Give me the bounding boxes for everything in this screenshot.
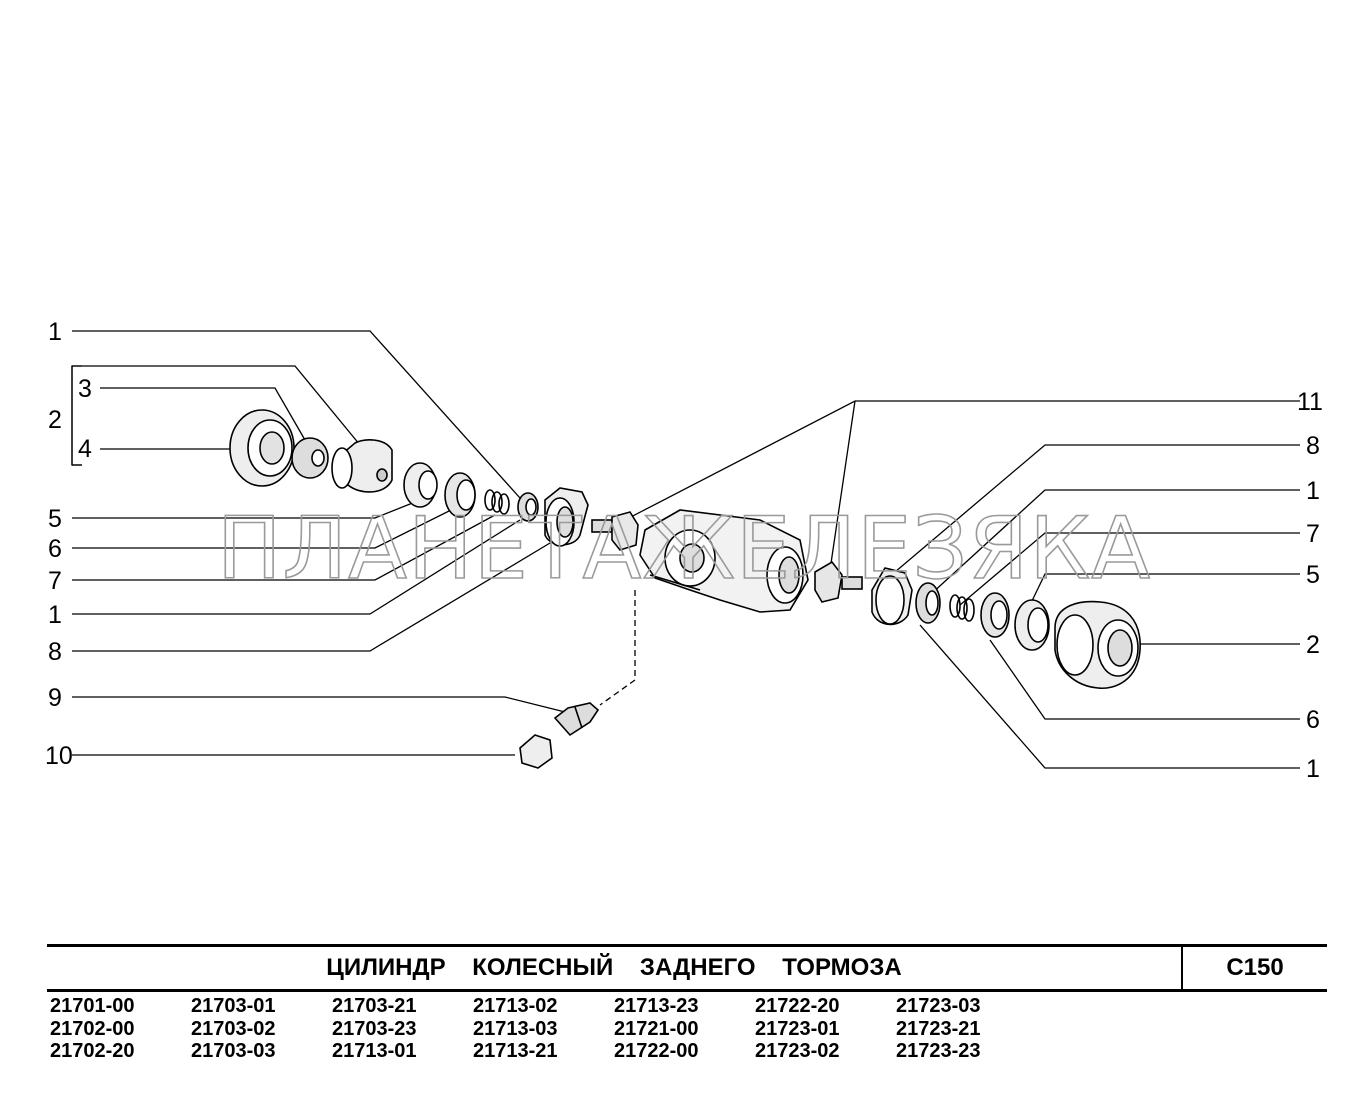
model-code: 21721-00 — [614, 1017, 699, 1040]
callout-1b: 1 — [48, 601, 62, 629]
callouts-right: 11 8 1 7 5 2 6 1 — [1297, 388, 1323, 783]
exploded-parts-diagram: ПЛАНЕТАЖЕЛЕЗЯКА 1 2 3 4 5 6 7 1 8 9 10 1… — [45, 318, 1323, 783]
model-code: 21702-00 — [50, 1017, 135, 1040]
callout-5: 5 — [48, 505, 62, 533]
callout-10: 10 — [45, 742, 73, 770]
model-code: 21703-02 — [191, 1017, 276, 1040]
callout-3: 3 — [78, 375, 92, 403]
model-code: 21703-03 — [191, 1040, 276, 1062]
model-code: 21723-01 — [755, 1017, 840, 1040]
washer-part-right — [915, 582, 941, 624]
callout-2: 2 — [48, 406, 62, 434]
piston-body-part — [331, 439, 393, 493]
callout-11: 11 — [1297, 388, 1323, 416]
model-code: 21713-03 — [473, 1017, 558, 1040]
adjuster-ring-part — [544, 487, 589, 547]
model-code: 21703-23 — [332, 1017, 417, 1040]
callout-6-right: 6 — [1306, 706, 1320, 734]
sealing-ring-part-right — [1014, 599, 1050, 651]
piston-part — [291, 437, 329, 479]
callout-4: 4 — [78, 435, 92, 463]
washer-part — [517, 492, 539, 522]
parts-right — [814, 560, 1141, 690]
callout-8: 8 — [48, 638, 62, 666]
boot-part — [229, 409, 295, 487]
model-list: 21701-00 21703-01 21703-21 21713-02 2171… — [50, 995, 1037, 1063]
spring-part — [484, 489, 510, 515]
callout-7-right: 7 — [1306, 520, 1320, 548]
leader-lines-right — [599, 400, 1300, 769]
callout-2-right: 2 — [1306, 631, 1320, 659]
model-code: 21722-20 — [755, 995, 840, 1017]
model-code: 21702-20 — [50, 1040, 135, 1062]
model-code: 21713-23 — [614, 995, 699, 1017]
model-code: 21703-01 — [191, 995, 276, 1017]
model-code: 21713-01 — [332, 1040, 417, 1062]
group-bracket — [71, 365, 82, 466]
adjuster-ring-part-right — [871, 567, 913, 626]
model-code: 21723-02 — [755, 1040, 840, 1062]
drawing-title: ЦИЛИНДР КОЛЕСНЫЙ ЗАДНЕГО ТОРМОЗА — [326, 954, 902, 981]
callout-1: 1 — [48, 318, 62, 346]
cylinder-body-part — [639, 509, 809, 613]
model-code: 21723-23 — [896, 1040, 981, 1062]
cap-part — [519, 734, 553, 769]
callout-8-right: 8 — [1306, 432, 1320, 460]
model-code: 21703-21 — [332, 995, 417, 1017]
model-code: 21722-00 — [614, 1040, 699, 1062]
model-code: 21723-21 — [896, 1017, 981, 1040]
callouts-left: 1 2 3 4 5 6 7 1 8 9 10 — [45, 318, 92, 770]
fitting-part — [814, 560, 863, 603]
title-block: ЦИЛИНДР КОЛЕСНЫЙ ЗАДНЕГО ТОРМОЗА C150 — [47, 944, 1327, 992]
leader-lines-left — [71, 330, 566, 756]
callout-1-right-bottom: 1 — [1306, 755, 1320, 783]
model-code: 21713-21 — [473, 1040, 558, 1062]
model-code: 21723-03 — [896, 995, 981, 1017]
cup-part-right — [980, 592, 1010, 638]
model-code: 21713-02 — [473, 995, 558, 1017]
boot-part-right — [1054, 600, 1141, 690]
bleed-screw-part — [553, 702, 600, 737]
callout-6: 6 — [48, 535, 62, 563]
watermark: ПЛАНЕТАЖЕЛЕЗЯКА — [217, 499, 1151, 599]
model-code: 21701-00 — [50, 995, 135, 1017]
title-divider — [1181, 947, 1183, 989]
callout-1-right: 1 — [1306, 477, 1320, 505]
drawing-code: C150 — [1226, 954, 1284, 981]
cup-part — [444, 472, 476, 518]
sealing-ring-part — [403, 462, 438, 508]
parts-left — [229, 409, 639, 769]
callout-5-right: 5 — [1306, 561, 1320, 589]
bolt-part — [591, 511, 639, 551]
callout-9: 9 — [48, 684, 62, 712]
spring-part-right — [949, 594, 975, 622]
callout-7: 7 — [48, 567, 62, 595]
